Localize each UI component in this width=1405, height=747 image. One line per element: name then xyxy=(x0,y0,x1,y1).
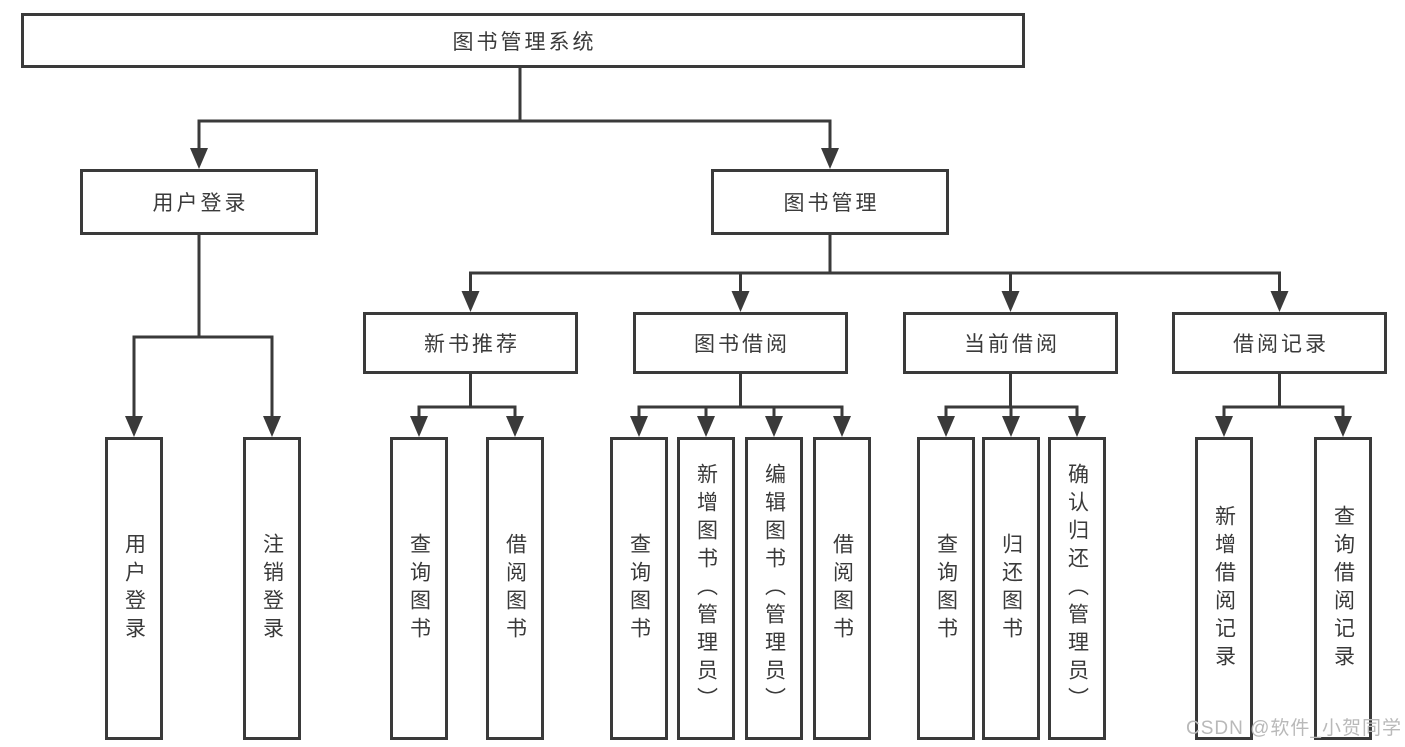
edge-bookborrow-to-leaves xyxy=(637,374,844,418)
node-root: 图书管理系统 xyxy=(21,13,1025,68)
node-new-book-recommend: 新书推荐 xyxy=(363,312,578,374)
csdn-watermark: CSDN @软件_小贺同学 xyxy=(1186,718,1402,739)
edge-bookmgmt-to-level3 xyxy=(469,235,1281,293)
arrowhead xyxy=(630,416,648,437)
node-leaf-borrow-book-2: 借阅图书 xyxy=(813,437,871,740)
node-user-login: 用户登录 xyxy=(80,169,318,235)
arrowhead xyxy=(506,416,524,437)
node-leaf-confirm-return-admin: 确认归还（管理员） xyxy=(1048,437,1106,740)
arrowhead xyxy=(410,416,428,437)
arrowhead xyxy=(731,291,750,312)
edge-newbookrec-to-leaves xyxy=(417,374,517,418)
node-leaf-query-borrow-record: 查询借阅记录 xyxy=(1314,437,1372,740)
node-book-borrow: 图书借阅 xyxy=(633,312,848,374)
arrowhead xyxy=(765,416,783,437)
arrowhead xyxy=(1334,416,1352,437)
arrowhead xyxy=(697,416,715,437)
arrowhead xyxy=(461,291,480,312)
arrowhead xyxy=(937,416,955,437)
arrowhead xyxy=(190,148,208,169)
node-leaf-query-book-1: 查询图书 xyxy=(390,437,448,740)
arrowhead xyxy=(1270,291,1289,312)
node-leaf-user-login: 用户登录 xyxy=(105,437,163,740)
node-book-management: 图书管理 xyxy=(711,169,949,235)
node-borrow-records: 借阅记录 xyxy=(1172,312,1387,374)
node-leaf-add-borrow-record: 新增借阅记录 xyxy=(1195,437,1253,740)
node-leaf-return-book: 归还图书 xyxy=(982,437,1040,740)
arrowhead xyxy=(263,416,281,437)
node-leaf-logout: 注销登录 xyxy=(243,437,301,740)
node-leaf-query-book-2: 查询图书 xyxy=(610,437,668,740)
arrowhead xyxy=(821,148,839,169)
node-leaf-edit-book-admin: 编辑图书（管理员） xyxy=(745,437,803,740)
arrowhead xyxy=(1068,416,1086,437)
node-current-borrow: 当前借阅 xyxy=(903,312,1118,374)
arrowhead xyxy=(1001,291,1020,312)
node-leaf-query-book-3: 查询图书 xyxy=(917,437,975,740)
node-leaf-add-book-admin: 新增图书（管理员） xyxy=(677,437,735,740)
edge-root-to-level2 xyxy=(197,68,832,150)
arrowhead xyxy=(1002,416,1020,437)
arrowhead xyxy=(125,416,143,437)
node-leaf-borrow-book-1: 借阅图书 xyxy=(486,437,544,740)
edge-borrowrecords-to-leaves xyxy=(1222,374,1345,418)
arrowhead xyxy=(833,416,851,437)
arrowhead xyxy=(1215,416,1233,437)
edge-userlogin-to-leaves xyxy=(132,235,274,418)
edge-currentborrow-to-leaves xyxy=(944,374,1079,418)
